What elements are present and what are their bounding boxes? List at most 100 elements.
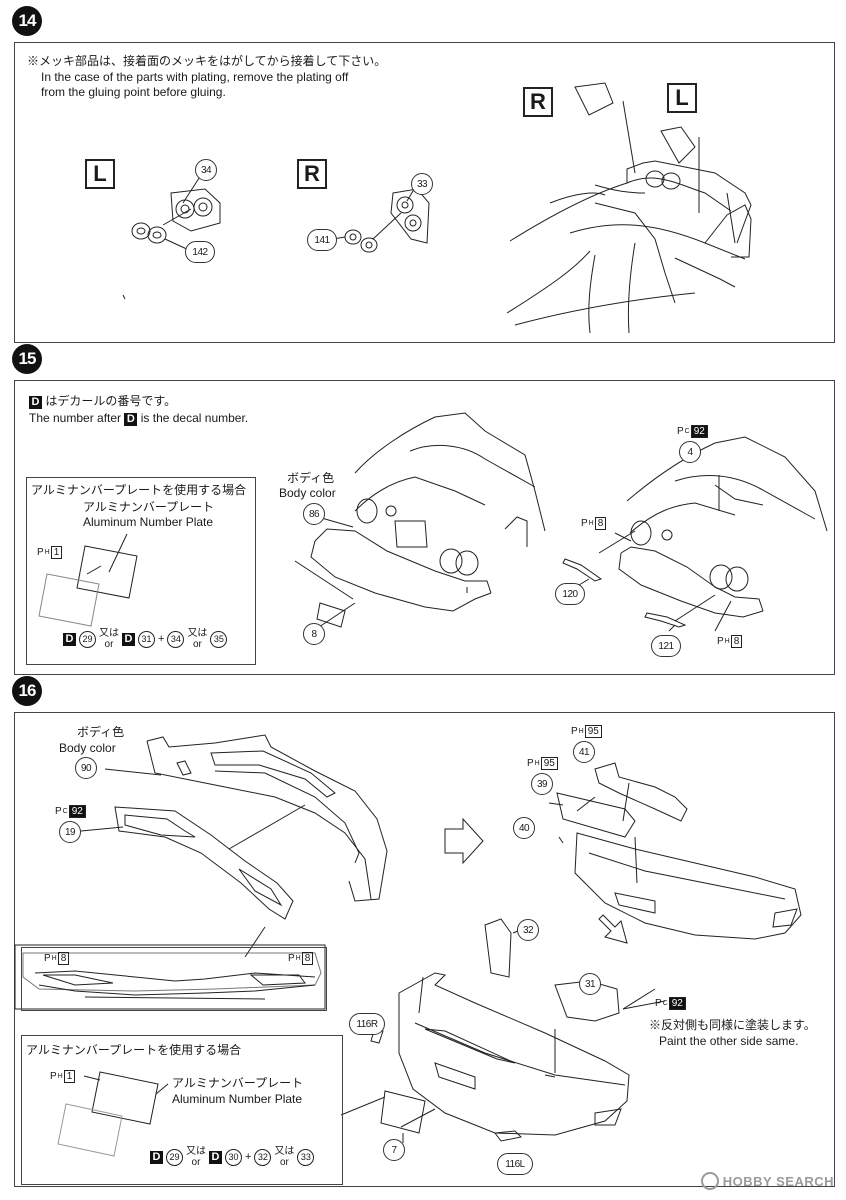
aluminum-label-en: Aluminum Number Plate [83, 515, 214, 529]
part-34-callout: 34 [195, 159, 217, 181]
body-color-en-15: Body color [279, 486, 336, 500]
paint-p-letter: P [288, 953, 295, 964]
plus-sign: + [158, 633, 165, 645]
paint-p-letter: P [50, 1071, 57, 1082]
part-32-callout: 32 [517, 919, 539, 941]
car-rear-drawing-15 [294, 412, 828, 632]
decal-note-jp: D はデカールの番号です。 [29, 393, 176, 409]
step-14-number: 14 [12, 6, 42, 36]
aluminum-plate-box-16: アルミナンバープレートを使用する場合 アルミナンバープレート Aluminum … [21, 1035, 343, 1185]
watermark: HOBBY SEARCH [700, 1172, 834, 1190]
aluminum-plate-drawing-16 [57, 1071, 169, 1157]
paint-h95-num: 95 [540, 757, 558, 770]
paint-h95-num: 95 [584, 725, 602, 738]
hobby-search-logo-icon [700, 1172, 719, 1190]
paint-c92-num: 92 [668, 997, 686, 1010]
part-4-callout: 4 [679, 441, 701, 463]
part-116l-callout: 116L [497, 1153, 533, 1175]
paint-h8-sub: H [295, 955, 301, 962]
paint-p-letter: P [571, 726, 578, 737]
car-right-label: R [523, 87, 553, 117]
paint-h8-num: 8 [57, 952, 70, 965]
decal-35: 35 [210, 630, 228, 648]
plating-note-jp: ※メッキ部品は、接着面のメッキをはがしてから接着して下さい。 [27, 54, 387, 68]
part-39-callout: 39 [531, 773, 553, 795]
part-8-callout: 8 [303, 623, 325, 645]
part-40-callout: 40 [513, 817, 535, 839]
decal-d-icon: D [150, 1150, 163, 1164]
paint-c92-sub: C [62, 808, 68, 815]
paint-p-letter: P [527, 758, 534, 769]
plating-note-en-1: In the case of the parts with plating, r… [41, 70, 349, 84]
aluminum-plate-drawing [38, 533, 138, 627]
decal-note-en-pre: The number after [29, 411, 122, 425]
decal-33: 33 [297, 1148, 315, 1166]
part-121-callout: 121 [651, 635, 681, 657]
paint-h8-num: 8 [301, 952, 314, 965]
decal-29: 29 [166, 1148, 183, 1166]
decal-d-icon: D [29, 396, 42, 409]
plating-note-en-2: from the gluing point before gluing. [41, 85, 226, 99]
aluminum-label-jp: アルミナンバープレート [83, 500, 215, 514]
paint-h8-sub: H [724, 638, 730, 645]
aluminum-label-en-16: Aluminum Number Plate [172, 1092, 303, 1106]
paint-h1-sub: H [57, 1073, 63, 1080]
decal-d-icon: D [209, 1150, 222, 1164]
left-taillamp-drawing [122, 82, 752, 334]
paint-p-letter: P [55, 806, 62, 817]
other-side-note-en: Paint the other side same. [659, 1034, 799, 1048]
paint-h1-num: 1 [50, 546, 63, 559]
paint-c92-num: 92 [690, 425, 708, 438]
part-142-callout: 142 [185, 241, 215, 263]
step-14-panel: ※メッキ部品は、接着面のメッキをはがしてから接着して下さい。 In the ca… [14, 42, 835, 343]
aluminum-box-title-16: アルミナンバープレートを使用する場合 [26, 1043, 242, 1057]
part-31-callout: 31 [579, 973, 601, 995]
watermark-text: HOBBY SEARCH [722, 1173, 834, 1189]
paint-h8-num: 8 [730, 635, 743, 648]
paint-p-letter: P [44, 953, 51, 964]
paint-c92-num: 92 [68, 805, 86, 818]
aluminum-label-jp-16: アルミナンバープレート [172, 1076, 304, 1090]
plus-sign: + [245, 1151, 252, 1163]
right-side-label: R [297, 159, 327, 189]
part-86-callout: 86 [303, 503, 325, 525]
part-120-callout: 120 [555, 583, 585, 605]
left-side-label: L [85, 159, 115, 189]
part-33-callout: 33 [411, 173, 433, 195]
paint-c92-sub: C [662, 1000, 668, 1007]
decal-d-icon: D [63, 632, 76, 646]
aluminum-plate-box-15: アルミナンバープレートを使用する場合 アルミナンバープレート Aluminum … [26, 477, 256, 665]
decal-31: 31 [138, 630, 155, 648]
paint-p-letter: P [581, 518, 588, 529]
part-90-callout: 90 [75, 757, 97, 779]
part-116r-callout: 116R [349, 1013, 385, 1035]
decal-d-icon-en: D [124, 413, 138, 426]
part-7-callout: 7 [383, 1139, 405, 1161]
body-color-jp-16: ボディ色 [77, 725, 125, 739]
paint-p-letter: P [677, 426, 684, 437]
body-color-en-16: Body color [59, 741, 116, 755]
paint-h1-sub: H [44, 549, 50, 556]
step-16-number: 16 [12, 676, 42, 706]
front-bumper-drawing [14, 734, 802, 1143]
paint-h1-num: 1 [63, 1070, 76, 1083]
step-15-panel: D はデカールの番号です。 The number after D is the … [14, 380, 835, 675]
part-141-callout: 141 [307, 229, 337, 251]
decal-note-en: The number after D is the decal number. [29, 410, 248, 426]
paint-h95-sub: H [534, 760, 540, 767]
part-19-callout: 19 [59, 821, 81, 843]
